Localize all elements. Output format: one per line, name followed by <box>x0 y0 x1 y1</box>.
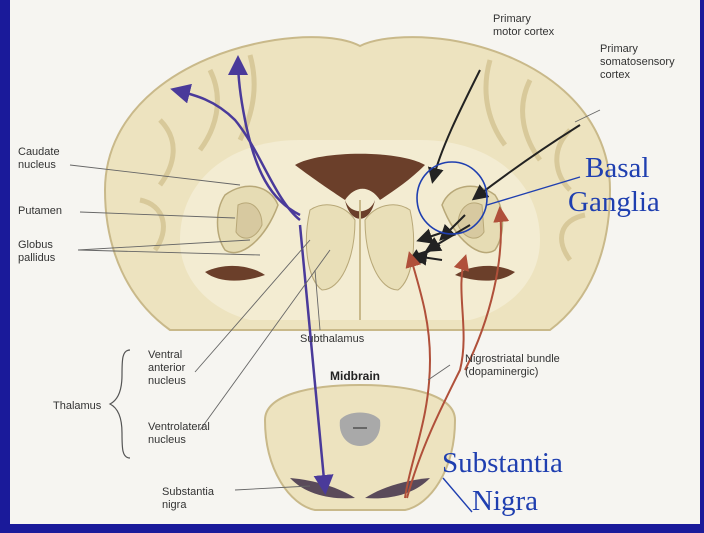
label-nigrostriatal-bundle: Nigrostriatal bundle(dopaminergic) <box>465 353 560 378</box>
label-thalamus: Thalamus <box>53 400 102 412</box>
thalamus-brace <box>110 350 130 458</box>
label-midbrain: Midbrain <box>330 369 380 383</box>
label-putamen: Putamen <box>18 205 62 217</box>
coronal-section <box>105 37 610 330</box>
label-subthalamus: Subthalamus <box>300 333 365 345</box>
substantia-nigra-pointer <box>443 478 472 512</box>
